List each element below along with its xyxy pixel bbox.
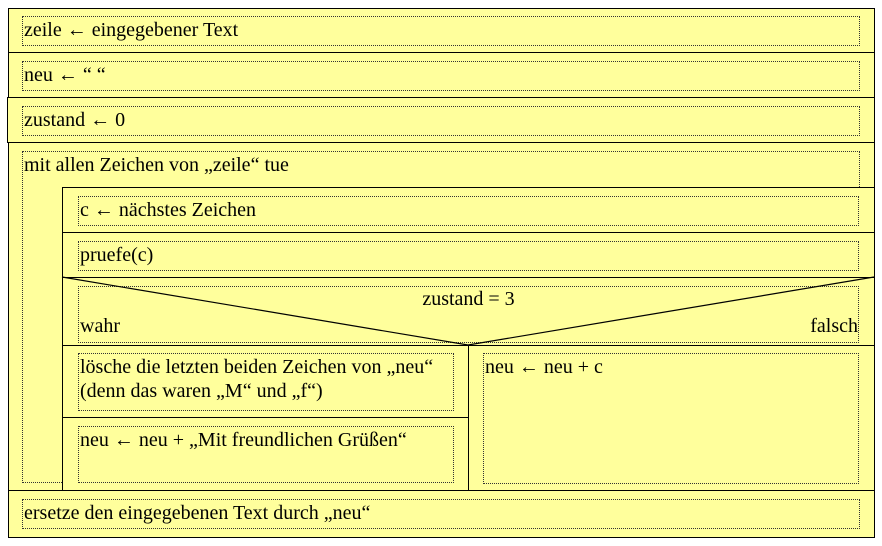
false-label: falsch [810,315,858,337]
step-text: lösche die letzten beiden Zeichen von „n… [78,353,454,411]
step-text: pruefe(c) [78,241,859,271]
condition-area: zustand = 3 wahr falsch [78,286,859,343]
step-init-zeile: zeile ← eingegebener Text [8,8,875,53]
true-step-2: neu ← neu + „Mit freundlichen Grüßen“ [62,417,469,491]
step-init-neu: neu ← “ “ [8,52,875,98]
true-step-1: lösche die letzten beiden Zeichen von „n… [62,345,469,418]
step-text: zustand ← 0 [22,106,860,136]
step-text: neu ← neu + c [483,353,859,484]
true-label: wahr [80,315,120,337]
condition-text: zustand = 3 [422,288,515,310]
step-next-char: c ← nächstes Zeichen [62,187,875,233]
step-text: neu ← neu + „Mit freundlichen Grüßen“ [78,426,454,483]
step-text: ersetze den eingegebenen Text durch „neu… [22,499,860,529]
step-text: c ← nächstes Zeichen [78,196,859,226]
step-text: neu ← “ “ [22,61,860,91]
step-text: zeile ← eingegebener Text [22,16,860,46]
false-branch: neu ← neu + c [468,345,875,491]
step-final: ersetze den eingegebenen Text durch „neu… [8,490,875,538]
